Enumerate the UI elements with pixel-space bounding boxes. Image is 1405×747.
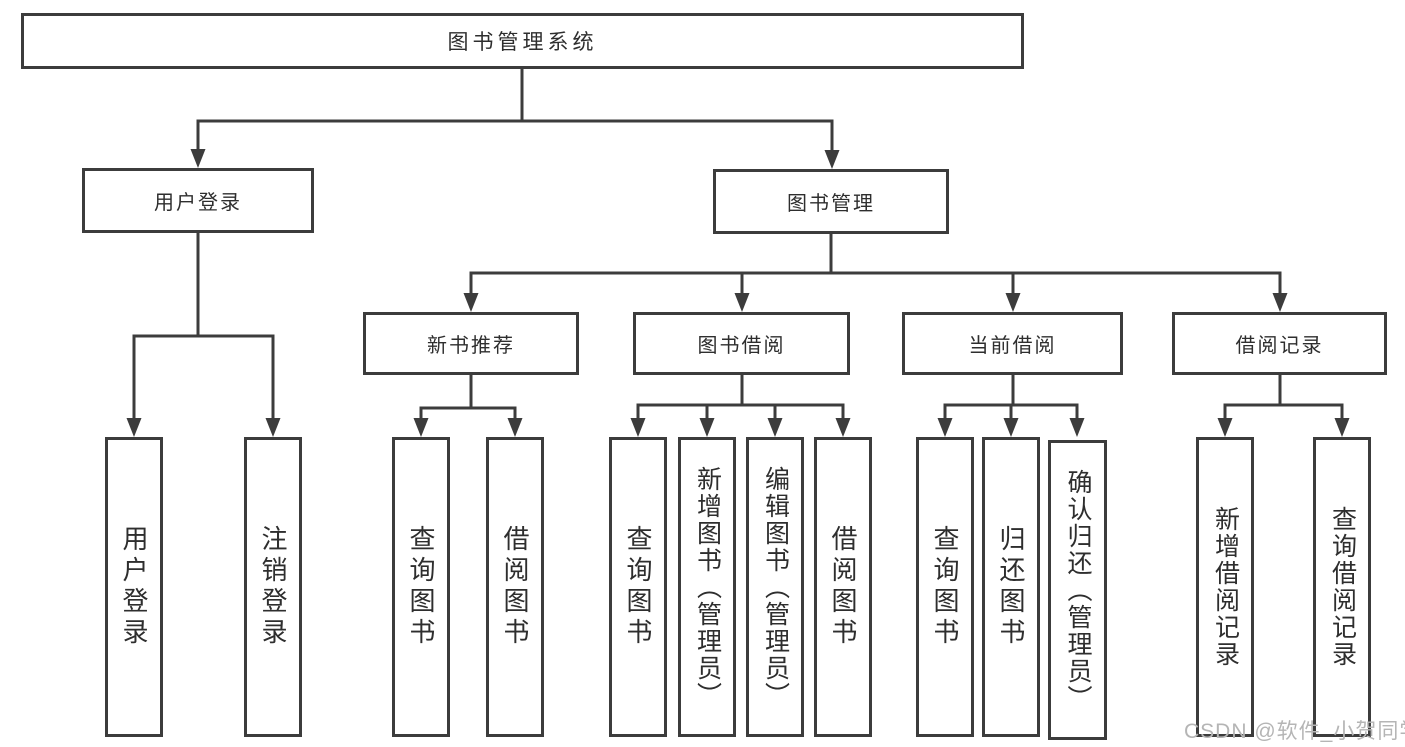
leaf-recommend-query-books: 查询图书 xyxy=(392,437,450,737)
node-borrowing-records: 借阅记录 xyxy=(1172,312,1387,375)
node-label: 查询图书 xyxy=(623,525,653,649)
node-label: 图书管理系统 xyxy=(447,31,598,54)
leaf-records-query-borrow-record: 查询借阅记录 xyxy=(1313,437,1371,737)
node-label: 图书借阅 xyxy=(697,335,786,357)
node-label: 确认归还（管理员） xyxy=(1064,468,1092,712)
node-label: 用户登录 xyxy=(154,192,242,214)
node-label: 查询图书 xyxy=(930,525,960,649)
node-label: 用户登录 xyxy=(119,525,149,649)
node-new-book-recommendation: 新书推荐 xyxy=(363,312,579,375)
node-label: 借阅图书 xyxy=(500,525,530,649)
node-label: 查询借阅记录 xyxy=(1328,506,1357,668)
node-label: 归还图书 xyxy=(996,525,1026,649)
node-book-borrowing: 图书借阅 xyxy=(633,312,850,375)
node-label: 新增图书（管理员） xyxy=(693,465,722,709)
leaf-borrowing-query-books: 查询图书 xyxy=(609,437,667,737)
node-label: 新增借阅记录 xyxy=(1211,506,1240,668)
node-current-borrowing: 当前借阅 xyxy=(902,312,1123,375)
node-label: 查询图书 xyxy=(406,525,436,649)
leaf-borrowing-edit-books-admin: 编辑图书（管理员） xyxy=(746,437,804,737)
node-book-management: 图书管理 xyxy=(713,169,949,234)
node-label: 图书管理 xyxy=(787,193,875,215)
node-label: 新书推荐 xyxy=(427,335,515,357)
node-label: 注销登录 xyxy=(258,525,288,649)
node-label: 借阅图书 xyxy=(828,525,858,649)
leaf-borrowing-borrow-books: 借阅图书 xyxy=(814,437,872,737)
arrowheads xyxy=(126,149,1350,437)
node-user-login: 用户登录 xyxy=(82,168,314,233)
node-label: 编辑图书（管理员） xyxy=(761,465,790,709)
leaf-records-add-borrow-record: 新增借阅记录 xyxy=(1196,437,1254,737)
leaf-current-confirm-return-admin: 确认归还（管理员） xyxy=(1048,440,1107,740)
leaf-user-login: 用户登录 xyxy=(105,437,163,737)
node-library-management-system: 图书管理系统 xyxy=(21,13,1024,69)
leaf-current-return-books: 归还图书 xyxy=(982,437,1040,737)
node-label: 借阅记录 xyxy=(1235,335,1324,357)
leaf-logout-login: 注销登录 xyxy=(244,437,302,737)
leaf-current-query-books: 查询图书 xyxy=(916,437,974,737)
node-label: 当前借阅 xyxy=(968,335,1057,357)
leaf-borrowing-add-books-admin: 新增图书（管理员） xyxy=(678,437,736,737)
leaf-recommend-borrow-books: 借阅图书 xyxy=(486,437,544,737)
